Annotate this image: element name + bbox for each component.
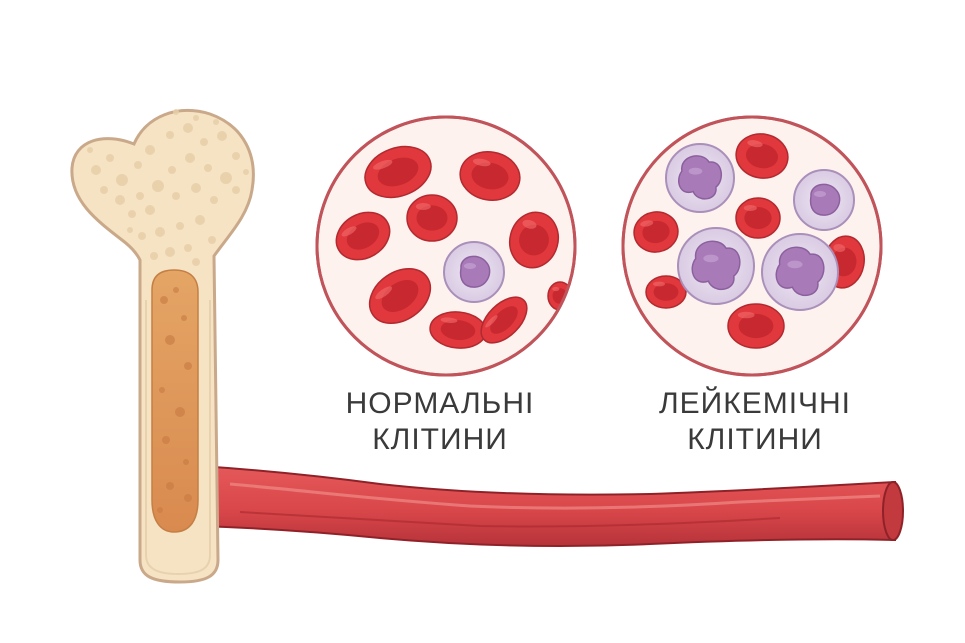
marrow-spot xyxy=(160,296,168,304)
red-blood-cell xyxy=(480,296,528,344)
bone-pore xyxy=(208,236,216,244)
bone-pore xyxy=(136,192,144,200)
red-blood-cell xyxy=(508,211,560,269)
normal-cells-view xyxy=(315,115,577,377)
normal-cells-label-line1: НОРМАЛЬНІ xyxy=(345,387,535,420)
red-blood-cell xyxy=(735,197,781,239)
bone-pore xyxy=(145,145,155,155)
bone-pore xyxy=(134,161,142,169)
marrow-spot xyxy=(173,287,179,293)
red-blood-cell xyxy=(727,303,785,349)
bone-pore xyxy=(220,172,232,184)
marrow-spot xyxy=(184,362,192,370)
bone-pore xyxy=(243,169,249,175)
red-blood-cell xyxy=(368,267,432,325)
bone-pore xyxy=(232,152,240,160)
red-blood-cell xyxy=(633,211,679,253)
bone-pore xyxy=(152,180,164,192)
bone-pore xyxy=(191,183,201,193)
bone-pore xyxy=(192,258,200,266)
leukemic-cells-label-line2: КЛІТИНИ xyxy=(687,423,823,456)
leukemic-cells-label: ЛЕЙКЕМІЧНІ КЛІТИНИ xyxy=(640,386,870,458)
bone-pore xyxy=(168,166,176,174)
marrow-spot xyxy=(162,436,170,444)
marrow-spot xyxy=(175,407,185,417)
red-blood-cell xyxy=(645,275,687,309)
marrow-spot xyxy=(184,494,192,502)
leukemic-cells-view xyxy=(621,115,883,377)
white-blood-cell xyxy=(665,143,735,213)
red-blood-cell xyxy=(335,211,391,261)
bone-pore xyxy=(166,131,174,139)
bone-pore xyxy=(204,164,212,172)
blood-vessel xyxy=(199,464,904,547)
marrow-spot xyxy=(157,507,163,513)
bone-pore xyxy=(155,227,165,237)
bone-pore xyxy=(91,165,101,175)
marrow-spot xyxy=(166,482,174,490)
white-blood-cell xyxy=(761,233,839,311)
normal-cells-label: НОРМАЛЬНІ КЛІТИНИ xyxy=(330,386,550,458)
red-blood-cell xyxy=(364,145,432,199)
bone-pore xyxy=(217,131,227,141)
bone-pore xyxy=(183,123,193,133)
bone-pore xyxy=(176,222,184,230)
bone-pore xyxy=(145,205,155,215)
bone-pore xyxy=(173,109,179,115)
bone-pore xyxy=(100,186,108,194)
bone-pore xyxy=(165,247,175,257)
marrow-spot xyxy=(181,315,187,321)
leukemic-cells-label-line1: ЛЕЙКЕМІЧНІ xyxy=(658,387,852,420)
bone xyxy=(70,109,255,584)
red-blood-cell xyxy=(735,133,789,179)
marrow-spot xyxy=(165,335,175,345)
bone-pore xyxy=(128,210,136,218)
red-blood-cell xyxy=(459,151,521,201)
marrow-spot xyxy=(159,387,165,393)
bone-pore xyxy=(200,138,208,146)
bone-pore xyxy=(195,215,205,225)
red-blood-cell xyxy=(429,311,487,349)
bone-pore xyxy=(115,195,125,205)
bone-pore xyxy=(106,154,114,162)
bone-pore xyxy=(150,252,158,260)
bone-pore xyxy=(87,147,93,153)
spongy-bone-texture xyxy=(87,109,249,266)
bone-pore xyxy=(127,227,133,233)
bone-pore xyxy=(213,119,219,125)
white-blood-cell xyxy=(793,169,855,231)
normal-cells-label-line2: КЛІТИНИ xyxy=(372,423,508,456)
bone-pore xyxy=(184,244,192,252)
white-blood-cell xyxy=(677,227,755,305)
bone-pore xyxy=(116,174,128,186)
bone-pore xyxy=(185,153,195,163)
bone-pore xyxy=(138,232,146,240)
bone-marrow xyxy=(151,269,199,533)
bone-pore xyxy=(193,115,199,121)
red-blood-cell xyxy=(406,194,458,242)
bone-pore xyxy=(172,192,180,200)
bone-pore xyxy=(210,196,218,204)
white-blood-cell xyxy=(443,241,505,303)
marrow-spot xyxy=(183,459,189,465)
bone-pore xyxy=(232,186,240,194)
